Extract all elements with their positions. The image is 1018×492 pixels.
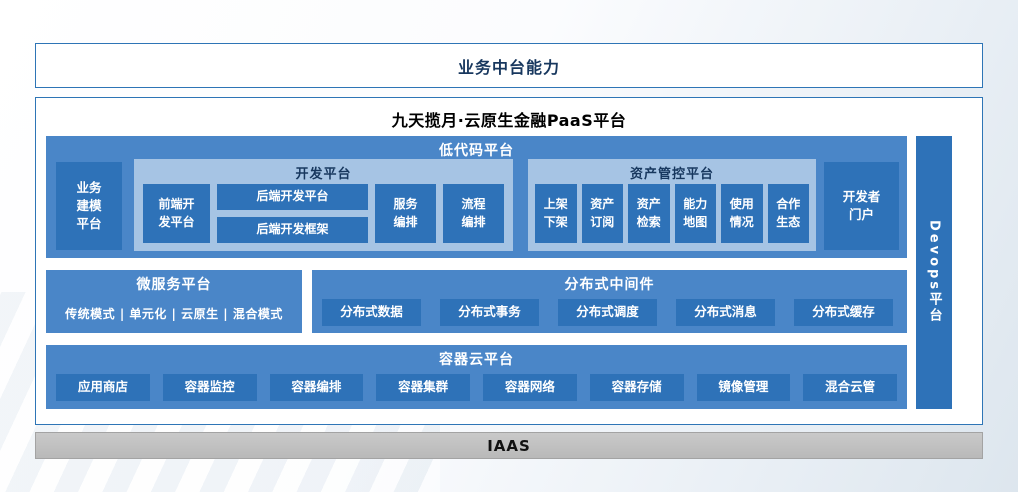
iaas-bar: IAAS <box>35 432 983 459</box>
low-code-platform-section: 低代码平台 业务 建模 平台 开发平台 前端开 发平台 后端开发平台 后端开发框… <box>46 136 907 258</box>
backend-dev-platform-box: 后端开发平台 <box>217 184 368 210</box>
middleware-item: 分布式调度 <box>558 299 657 326</box>
distributed-middleware-title: 分布式中间件 <box>312 270 907 294</box>
container-item: 容器存储 <box>590 374 684 401</box>
middleware-item: 分布式缓存 <box>794 299 893 326</box>
middleware-item: 分布式事务 <box>440 299 539 326</box>
container-cloud-platform-title: 容器云平台 <box>46 345 907 369</box>
middleware-item: 分布式消息 <box>676 299 775 326</box>
container-cloud-platform-section: 容器云平台 应用商店 容器监控 容器编排 容器集群 容器网络 容器存储 镜像管理… <box>46 345 907 409</box>
backend-stack: 后端开发平台 后端开发框架 <box>217 184 368 243</box>
microservice-platform-title: 微服务平台 <box>46 270 302 294</box>
asset-item: 上架 下架 <box>535 184 577 243</box>
asset-control-platform-panel: 资产管控平台 上架 下架 资产 订阅 资产 检索 能力 地图 使用 情况 合作 … <box>528 159 816 251</box>
container-item: 应用商店 <box>56 374 150 401</box>
asset-item: 资产 订阅 <box>582 184 624 243</box>
platform-title: 九天揽月·云原生金融PaaS平台 <box>36 107 982 131</box>
middleware-items-row: 分布式数据 分布式事务 分布式调度 分布式消息 分布式缓存 <box>322 299 893 326</box>
business-modeling-box: 业务 建模 平台 <box>56 162 122 250</box>
business-middle-platform-banner: 业务中台能力 <box>35 43 983 88</box>
asset-item: 合作 生态 <box>768 184 810 243</box>
paas-platform-container: 九天揽月·云原生金融PaaS平台 低代码平台 业务 建模 平台 开发平台 前端开… <box>35 97 983 425</box>
dev-platform-panel: 开发平台 前端开 发平台 后端开发平台 后端开发框架 服务 编排 流程 编排 <box>134 159 513 251</box>
middleware-item: 分布式数据 <box>322 299 421 326</box>
container-item: 容器监控 <box>163 374 257 401</box>
container-items-row: 应用商店 容器监控 容器编排 容器集群 容器网络 容器存储 镜像管理 混合云管 <box>56 374 897 401</box>
banner-label: 业务中台能力 <box>458 54 560 78</box>
microservice-platform-section: 微服务平台 传统模式 | 单元化 | 云原生 | 混合模式 <box>46 270 302 333</box>
backend-dev-framework-box: 后端开发框架 <box>217 217 368 243</box>
distributed-middleware-section: 分布式中间件 分布式数据 分布式事务 分布式调度 分布式消息 分布式缓存 <box>312 270 907 333</box>
devops-platform-bar: Devops平台 <box>916 136 952 409</box>
dev-platform-title: 开发平台 <box>134 159 513 182</box>
asset-control-platform-title: 资产管控平台 <box>528 159 816 182</box>
developer-portal-box: 开发者 门户 <box>824 162 899 250</box>
service-orchestration-box: 服务 编排 <box>375 184 436 243</box>
asset-items-row: 上架 下架 资产 订阅 资产 检索 能力 地图 使用 情况 合作 生态 <box>535 184 809 243</box>
container-item: 容器集群 <box>376 374 470 401</box>
asset-item: 使用 情况 <box>721 184 763 243</box>
frontend-dev-platform-box: 前端开 发平台 <box>143 184 210 243</box>
container-item: 镜像管理 <box>697 374 791 401</box>
microservice-modes-label: 传统模式 | 单元化 | 云原生 | 混合模式 <box>46 305 302 322</box>
iaas-label: IAAS <box>487 437 531 455</box>
asset-item: 能力 地图 <box>675 184 717 243</box>
process-orchestration-box: 流程 编排 <box>443 184 504 243</box>
low-code-platform-title: 低代码平台 <box>46 136 907 160</box>
container-item: 混合云管 <box>803 374 897 401</box>
container-item: 容器网络 <box>483 374 577 401</box>
container-item: 容器编排 <box>270 374 364 401</box>
asset-item: 资产 检索 <box>628 184 670 243</box>
